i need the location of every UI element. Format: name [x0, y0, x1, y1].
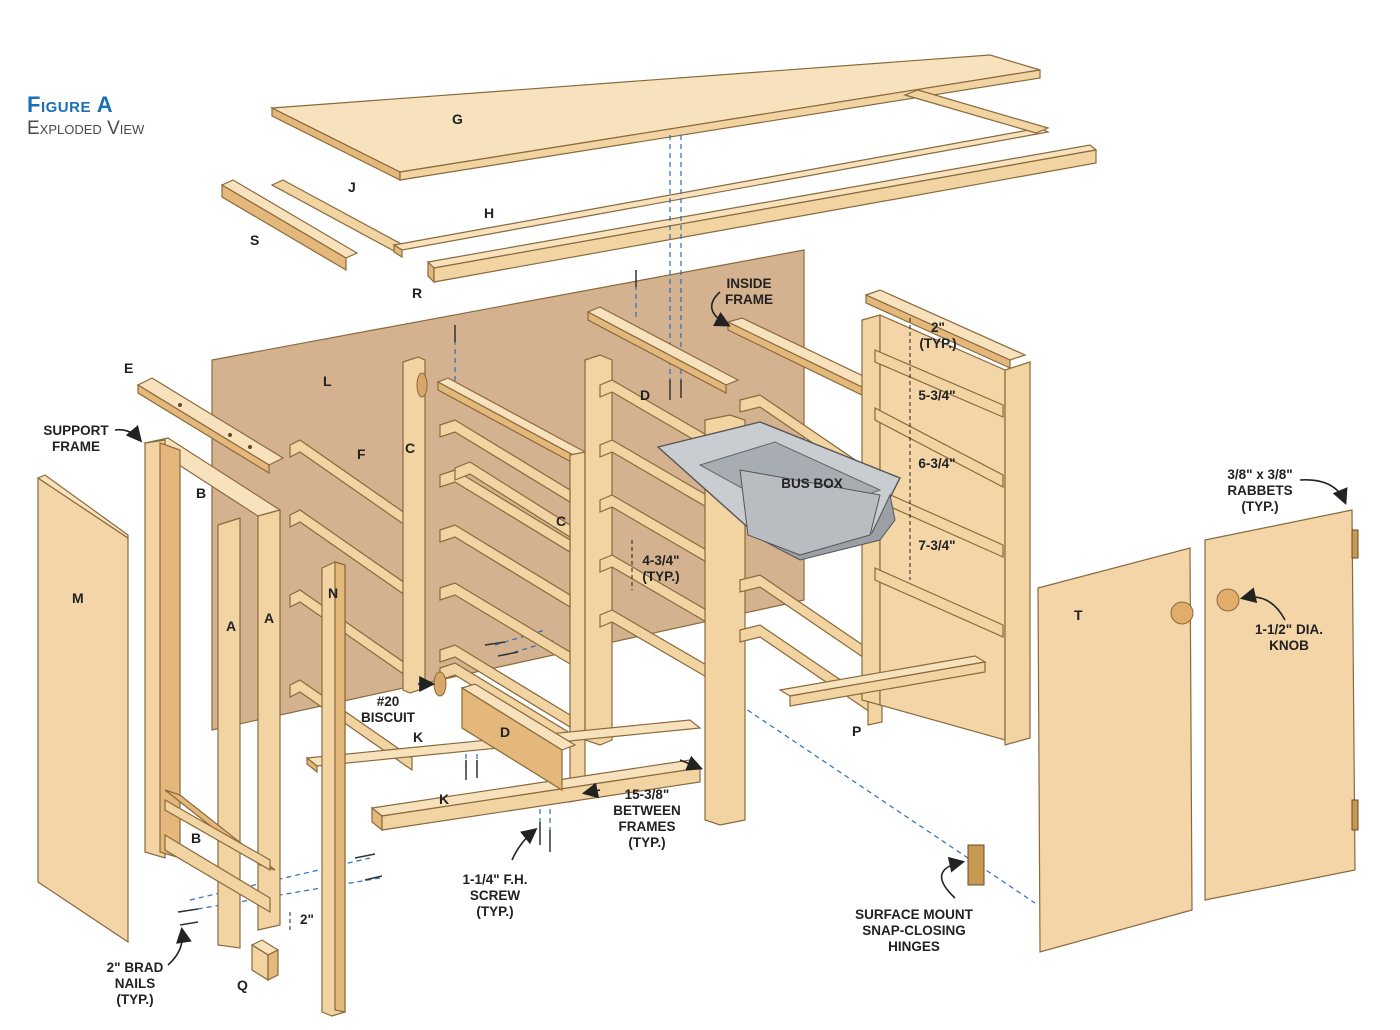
svg-text:SURFACE MOUNT: SURFACE MOUNT — [855, 907, 974, 922]
label-part-r: R — [412, 285, 422, 301]
label-part-h: H — [484, 205, 494, 221]
label-part-a: A — [264, 610, 274, 626]
part-m-side-panel — [36, 474, 129, 944]
part-f-slats — [289, 439, 413, 772]
label-part-d: D — [500, 724, 510, 740]
bus-box — [656, 421, 901, 561]
svg-text:2": 2" — [931, 320, 945, 335]
part-q-block — [250, 939, 280, 982]
label-part-s: S — [250, 232, 259, 248]
callout-inside-frame: INSIDE FRAME — [725, 276, 773, 307]
label-part-k: K — [439, 791, 449, 807]
svg-text:(TYP.): (TYP.) — [116, 992, 153, 1007]
label-part-e: E — [124, 360, 133, 376]
svg-text:SNAP-CLOSING: SNAP-CLOSING — [862, 923, 966, 938]
svg-text:FRAMES: FRAMES — [619, 819, 676, 834]
svg-text:(TYP.): (TYP.) — [919, 336, 956, 351]
svg-text:KNOB: KNOB — [1269, 638, 1309, 653]
callout-bus-box: BUS BOX — [781, 476, 843, 491]
svg-text:(TYP.): (TYP.) — [476, 904, 513, 919]
callout-hinges: SURFACE MOUNT SNAP-CLOSING HINGES — [855, 907, 974, 954]
label-part-m: M — [72, 590, 84, 606]
callout-rabbets: 3/8" x 3/8" RABBETS (TYP.) — [1227, 467, 1292, 514]
part-top-frame-rails — [220, 89, 1098, 284]
svg-text:(TYP.): (TYP.) — [642, 569, 679, 584]
dim-7-3-4: 7-3/4" — [918, 538, 955, 553]
hinge-icon — [967, 844, 985, 886]
part-n-upright — [321, 561, 346, 1017]
svg-text:1-1/4" F.H.: 1-1/4" F.H. — [463, 872, 528, 887]
part-inside-slat-frame — [584, 306, 746, 826]
callout-screw: 1-1/4" F.H. SCREW (TYP.) — [463, 872, 528, 919]
label-part-p: P — [852, 723, 861, 739]
part-e-rail — [136, 377, 285, 475]
dim-top-gap: 2" (TYP.) — [919, 320, 956, 351]
svg-text:4-3/4": 4-3/4" — [642, 553, 679, 568]
svg-text:BISCUIT: BISCUIT — [361, 710, 416, 725]
dim-5-3-4: 5-3/4" — [918, 388, 955, 403]
label-part-g: G — [452, 111, 463, 127]
callout-support-frame: SUPPORT FRAME — [43, 423, 109, 454]
knob-icon — [1216, 588, 1240, 612]
label-part-f: F — [357, 446, 366, 462]
dim-6-3-4: 6-3/4" — [918, 456, 955, 471]
label-part-l: L — [323, 373, 332, 389]
callout-between-frames: 15-3/8" BETWEEN FRAMES (TYP.) — [613, 787, 681, 850]
svg-text:2" BRAD: 2" BRAD — [107, 960, 164, 975]
label-part-c: C — [556, 513, 566, 529]
part-top-panel — [269, 54, 1041, 181]
callout-brad-nails: 2" BRAD NAILS (TYP.) — [107, 960, 164, 1007]
hinge-icon — [1351, 529, 1359, 559]
part-t-door-left — [1037, 547, 1194, 953]
svg-text:INSIDE: INSIDE — [726, 276, 771, 291]
label-part-b: B — [196, 485, 206, 501]
knob-icon — [1170, 601, 1194, 625]
svg-text:#20: #20 — [377, 694, 400, 709]
dim-slat-spacing: 4-3/4" (TYP.) — [642, 553, 679, 584]
label-part-b: B — [191, 830, 201, 846]
hinge-icon — [1351, 799, 1359, 831]
label-part-c: C — [405, 440, 415, 456]
svg-text:BETWEEN: BETWEEN — [613, 803, 681, 818]
svg-text:SCREW: SCREW — [470, 888, 521, 903]
callout-knob: 1-1/2" DIA. KNOB — [1255, 622, 1323, 653]
leader-arrows — [114, 291, 1348, 966]
callout-biscuit: #20 BISCUIT — [361, 694, 416, 725]
screws — [177, 270, 682, 926]
figure-title: Figure A — [27, 92, 114, 117]
svg-text:1-1/2" DIA.: 1-1/2" DIA. — [1255, 622, 1323, 637]
svg-text:FRAME: FRAME — [725, 292, 773, 307]
label-part-t: T — [1074, 607, 1083, 623]
svg-text:SUPPORT: SUPPORT — [43, 423, 109, 438]
label-part-q: Q — [237, 977, 248, 993]
part-t-door-right — [1204, 509, 1359, 901]
label-part-n: N — [328, 585, 338, 601]
svg-text:NAILS: NAILS — [115, 976, 156, 991]
svg-text:RABBETS: RABBETS — [1227, 483, 1292, 498]
svg-text:HINGES: HINGES — [888, 939, 940, 954]
svg-text:(TYP.): (TYP.) — [1241, 499, 1278, 514]
label-part-a: A — [226, 618, 236, 634]
label-part-d: D — [640, 387, 650, 403]
part-c-upright-rear — [402, 356, 428, 694]
figure-subtitle: Exploded View — [27, 118, 145, 139]
biscuit-icon — [433, 671, 447, 697]
svg-text:15-3/8": 15-3/8" — [625, 787, 670, 802]
part-support-frame — [143, 437, 282, 949]
label-part-k: K — [413, 729, 423, 745]
dim-bottom-gap: 2" — [300, 912, 314, 927]
svg-text:(TYP.): (TYP.) — [628, 835, 665, 850]
svg-text:FRAME: FRAME — [52, 439, 100, 454]
svg-text:3/8" x 3/8": 3/8" x 3/8" — [1227, 467, 1292, 482]
part-bottom-rails — [305, 683, 702, 832]
label-part-j: J — [348, 179, 356, 195]
